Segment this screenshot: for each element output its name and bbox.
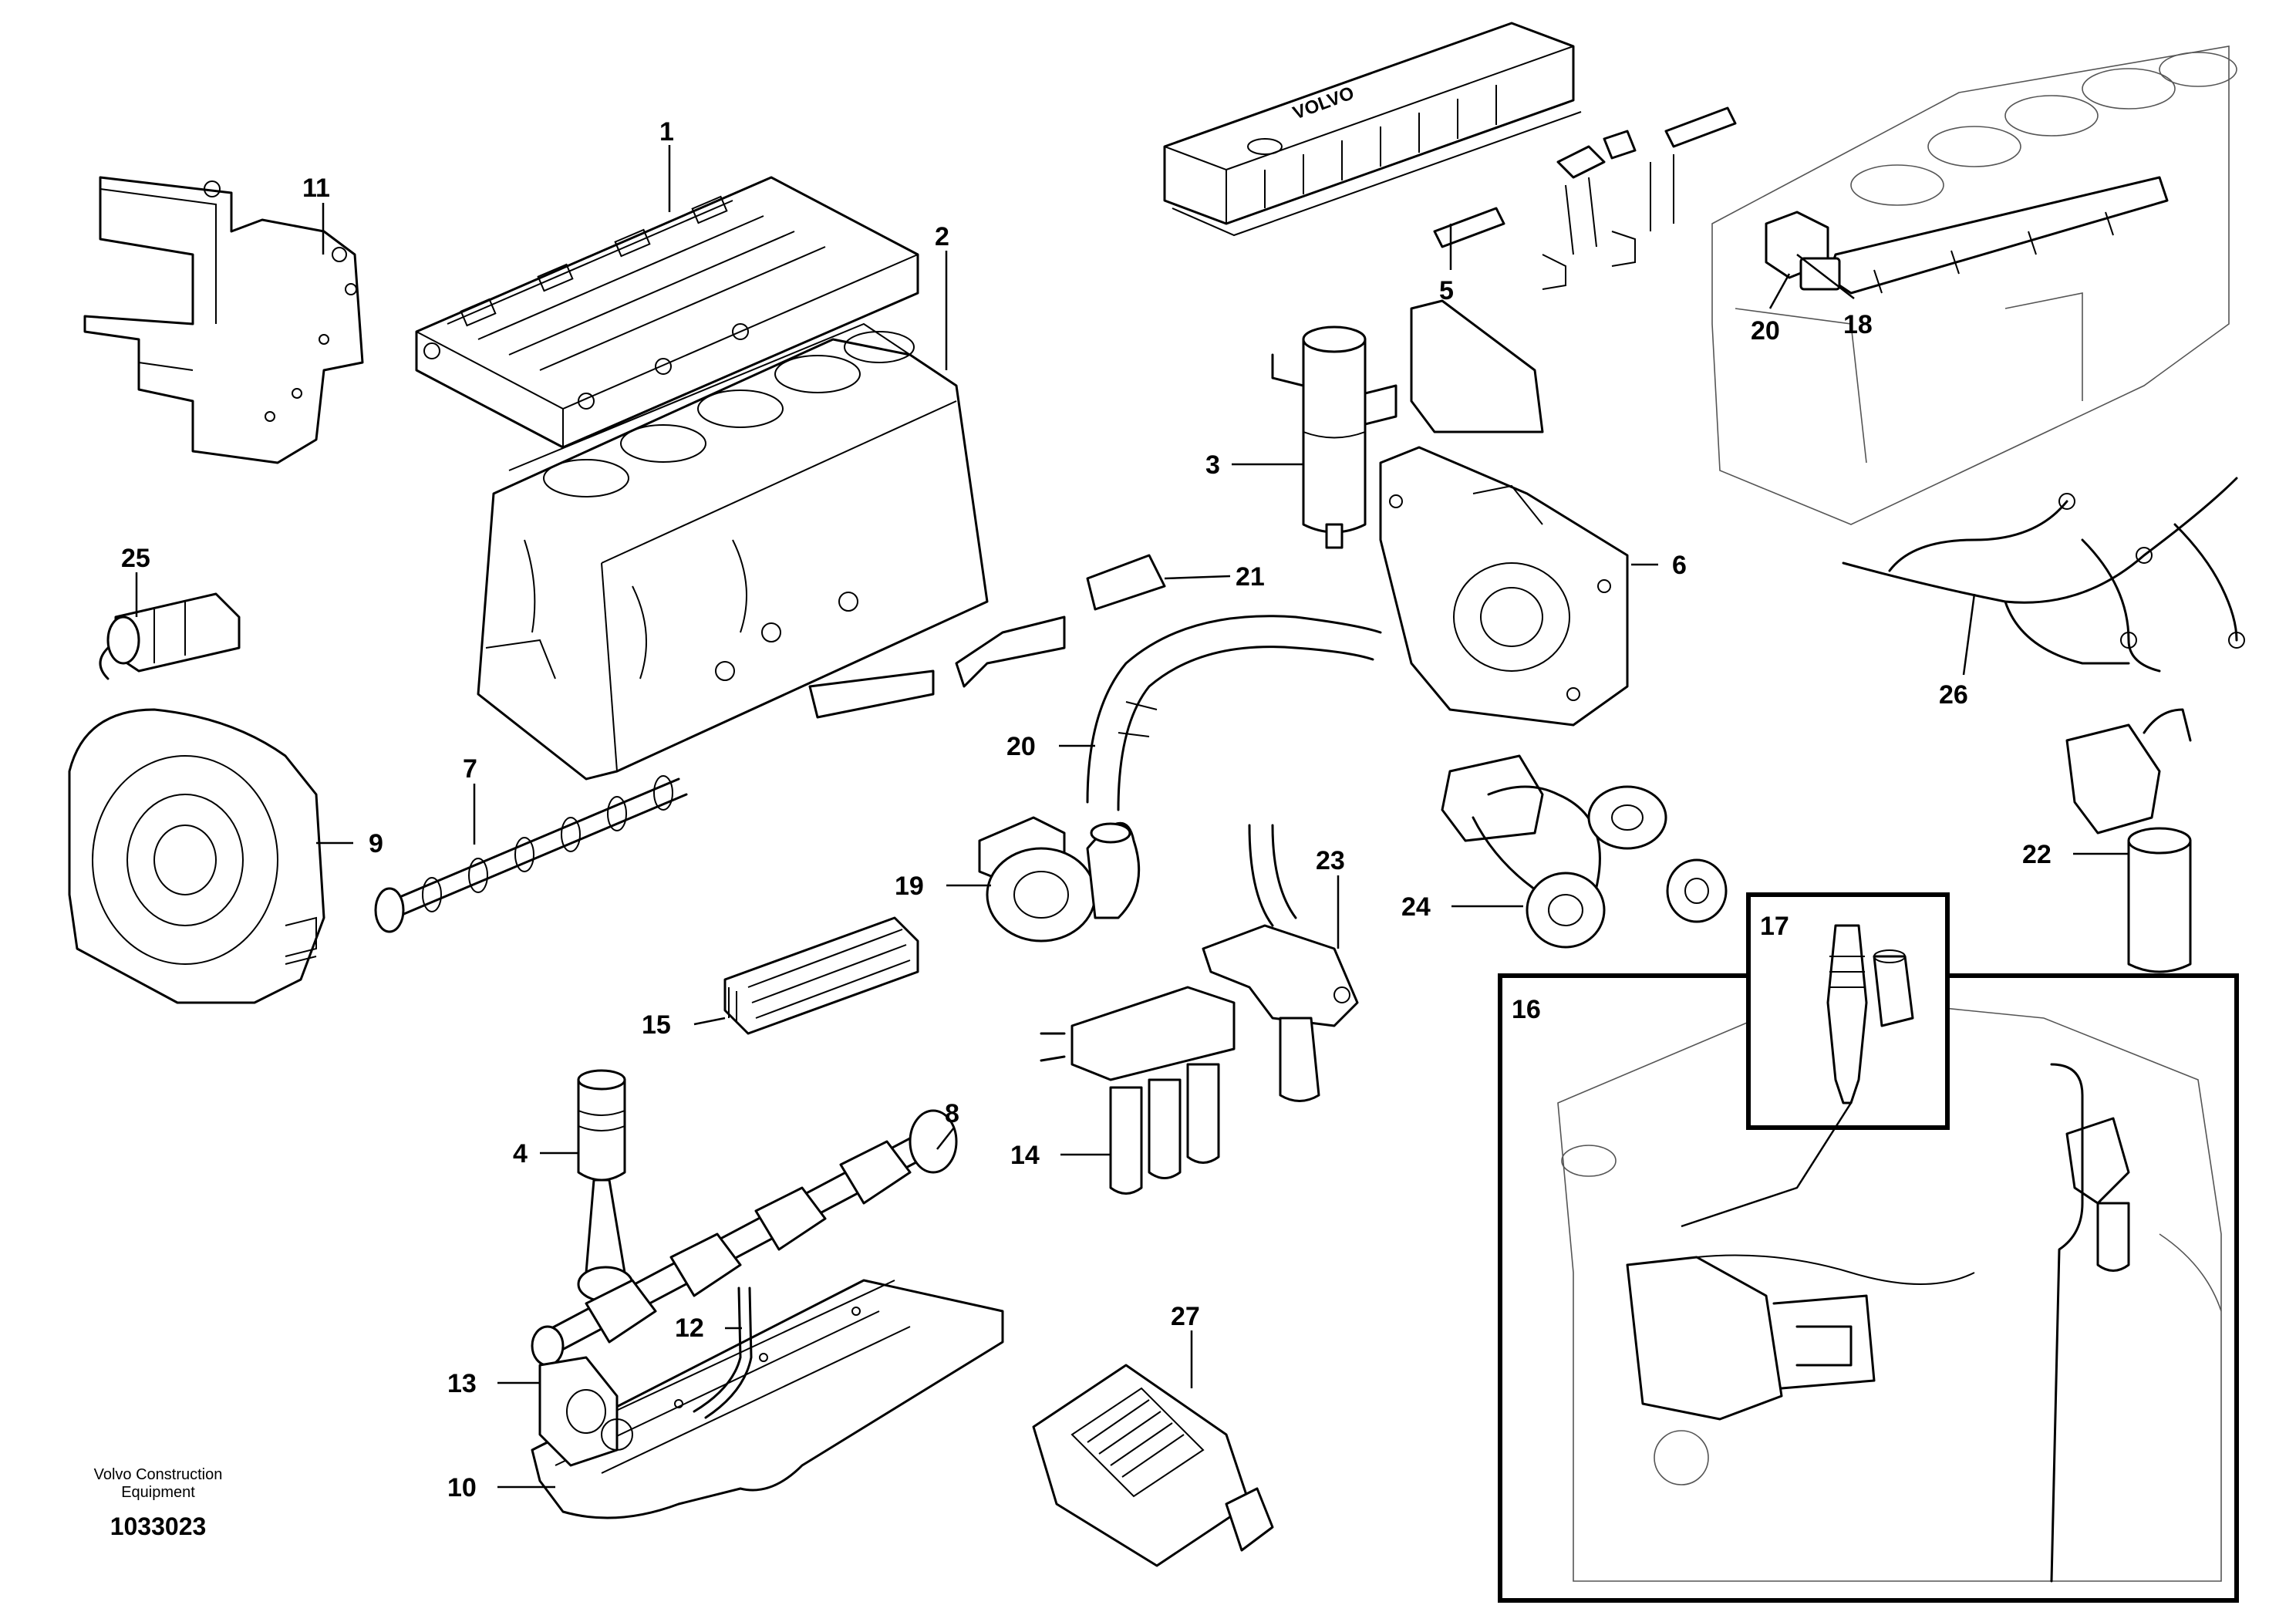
part-23-thermostat-housing xyxy=(1202,824,1359,1102)
part-3-filter xyxy=(1271,325,1397,549)
callout-8: 8 xyxy=(945,1099,959,1128)
part-14-filter-bank xyxy=(1040,986,1236,1195)
callout-6: 6 xyxy=(1672,551,1687,580)
brand-line-2: Equipment xyxy=(121,1484,195,1501)
callout-2: 2 xyxy=(935,222,949,251)
callout-27: 27 xyxy=(1171,1302,1200,1331)
inset-17-frame xyxy=(1681,892,1950,1228)
callout-17: 17 xyxy=(1760,912,1789,941)
leader-lines xyxy=(135,145,2129,1489)
part-12-dipstick-tube xyxy=(693,1286,753,1419)
callout-26: 26 xyxy=(1939,680,1968,710)
part-11-bracket xyxy=(83,176,364,464)
callout-7: 7 xyxy=(463,754,477,784)
part-26-wiring-harness xyxy=(1842,477,2245,673)
callout-24: 24 xyxy=(1401,892,1431,922)
callout-25: 25 xyxy=(121,544,150,573)
part-4-piston-and-rod xyxy=(577,1069,634,1303)
callout-18: 18 xyxy=(1843,310,1873,339)
footer-block: Volvo Construction Equipment 1033023 xyxy=(94,1466,223,1540)
part-10-oil-pan xyxy=(531,1279,1004,1519)
part-9-flywheel-housing xyxy=(68,708,325,1004)
part-15-oil-cooler xyxy=(723,916,919,1035)
part-1-cylinder-head xyxy=(415,176,919,449)
callout-14: 14 xyxy=(1010,1141,1040,1170)
callout-1: 1 xyxy=(659,117,674,147)
callout-23: 23 xyxy=(1316,846,1345,875)
callout-5: 5 xyxy=(1439,276,1454,305)
callout-15: 15 xyxy=(642,1010,671,1040)
callout-12: 12 xyxy=(675,1313,704,1343)
part-8-crankshaft xyxy=(531,1109,958,1367)
part-valve-cover: VOLVO xyxy=(1163,22,1582,237)
part-22-filter-assembly xyxy=(2065,708,2192,973)
part-27-control-unit xyxy=(1032,1364,1274,1567)
part-2-cylinder-block xyxy=(477,322,989,781)
callout-19: 19 xyxy=(895,872,924,901)
part-24-belt-drive xyxy=(1441,754,1728,949)
callout-3: 3 xyxy=(1205,450,1220,480)
callout-20-upper: 20 xyxy=(1751,316,1780,346)
part-20-coolant-hose xyxy=(1086,615,1382,811)
callout-20-lower: 20 xyxy=(1006,732,1036,761)
callout-16: 16 xyxy=(1512,995,1541,1024)
document-number: 1033023 xyxy=(110,1512,207,1540)
part-5-rocker-arms xyxy=(1433,106,1737,290)
part-25-starter-motor xyxy=(99,592,241,680)
part-6-timing-cover xyxy=(1379,299,1629,727)
part-13-oil-pump xyxy=(538,1356,633,1467)
part-7-camshaft xyxy=(374,775,688,933)
callout-10: 10 xyxy=(447,1473,477,1502)
callout-13: 13 xyxy=(447,1369,477,1398)
callout-4: 4 xyxy=(513,1139,528,1168)
part-block-outline xyxy=(1711,46,2237,525)
part-19-turbocharger xyxy=(978,816,1141,943)
part-21-water-pipes xyxy=(808,554,1166,719)
callout-9: 9 xyxy=(369,829,383,858)
callout-labels: 1 2 3 4 5 6 7 8 9 10 11 12 13 14 15 16 1… xyxy=(121,117,2052,1502)
callout-21: 21 xyxy=(1236,562,1265,592)
callout-11: 11 xyxy=(302,174,330,203)
brand-line-1: Volvo Construction xyxy=(94,1466,223,1483)
callout-22: 22 xyxy=(2022,840,2052,869)
